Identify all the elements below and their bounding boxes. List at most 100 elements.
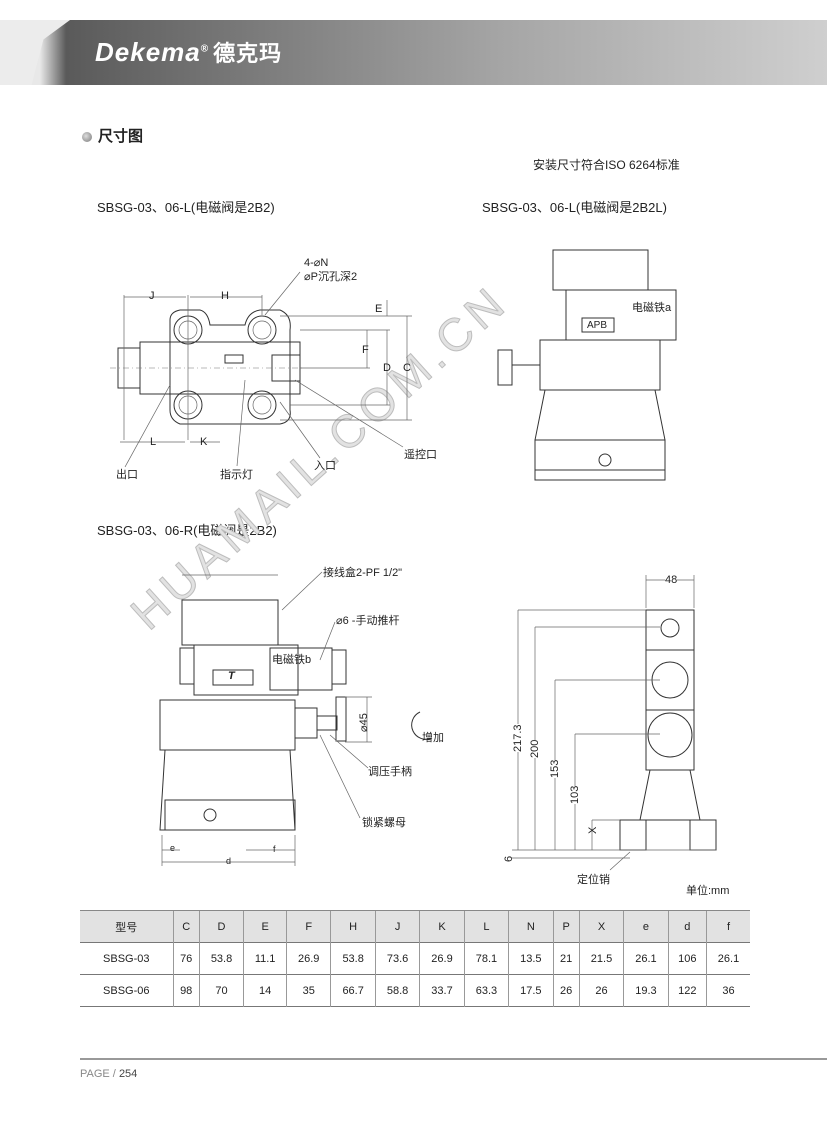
label-h: H <box>221 290 229 302</box>
diagram3-title: SBSG-03、06-R(电磁阀是2B2) <box>97 523 277 538</box>
label-remote: 遥控口 <box>404 449 437 461</box>
label-junction-box: 接线盒2-PF 1/2" <box>323 567 403 579</box>
table-cell: 58.8 <box>374 974 420 1007</box>
column-header: P <box>552 910 580 943</box>
label-locknut: 锁紧螺母 <box>362 817 406 829</box>
section-title-text: 尺寸图 <box>98 128 144 145</box>
label-103: 103 <box>569 785 581 804</box>
label-inlet: 入口 <box>314 460 336 472</box>
table-cell: 63.3 <box>463 974 509 1007</box>
table-cell: 66.7 <box>330 974 376 1007</box>
label-apb: APB <box>587 320 608 331</box>
table-cell: 78.1 <box>463 942 509 975</box>
column-header: X <box>578 910 624 943</box>
table-cell: 53.8 <box>330 942 376 975</box>
page-label: PAGE / <box>80 1068 116 1080</box>
diagram1-drawing <box>110 271 412 468</box>
rotation-arrow-icon <box>411 711 433 740</box>
label-c: C <box>403 362 411 374</box>
table-cell: 26.9 <box>419 942 465 975</box>
table-cell: 26 <box>578 974 624 1007</box>
brand-logo: Dekema®德克玛 <box>95 36 282 68</box>
table-cell: 19.3 <box>623 974 669 1007</box>
column-header: C <box>172 910 200 943</box>
diagram1-title: SBSG-03、06-L(电磁阀是2B2) <box>97 200 275 215</box>
section-title: 尺寸图 <box>82 125 143 146</box>
table-cell: 35 <box>286 974 331 1007</box>
page-number: PAGE / 254 <box>80 1068 137 1080</box>
label-e: E <box>375 303 383 315</box>
table-cell: 17.5 <box>508 974 554 1007</box>
label-solenoid-b: 电磁铁b <box>272 654 312 666</box>
table-cell: 11.1 <box>243 942 287 975</box>
label-f: F <box>362 344 369 356</box>
table-cell: 21 <box>552 942 580 975</box>
table-cell: 21.5 <box>578 942 624 975</box>
table-cell: 122 <box>667 974 707 1007</box>
bullet-icon <box>82 132 92 142</box>
column-header: L <box>463 910 509 943</box>
table-cell: 36 <box>705 974 750 1007</box>
table-cell: 73.6 <box>374 942 420 975</box>
footer-divider <box>80 1058 827 1060</box>
label-k: K <box>200 436 208 448</box>
diagram4-drawing <box>512 575 717 871</box>
label-d-small: d <box>226 856 232 866</box>
table-cell: 13.5 <box>508 942 554 975</box>
technical-drawings <box>110 249 717 871</box>
diagram2-title: SBSG-03、06-L(电磁阀是2B2L) <box>482 200 667 215</box>
column-header: H <box>330 910 376 943</box>
label-outlet: 出口 <box>116 469 138 481</box>
label-e-small: e <box>170 843 176 853</box>
iso-note: 安装尺寸符合ISO 6264标准 <box>533 158 680 172</box>
header-banner <box>0 20 827 85</box>
label-f-small: f <box>273 844 276 854</box>
label-l: L <box>150 436 157 448</box>
column-header: e <box>623 910 669 943</box>
label-200: 200 <box>529 739 541 758</box>
label-pushrod: ⌀6 -手动推杆 <box>336 615 400 627</box>
column-header: d <box>667 910 707 943</box>
label-unit: 单位:mm <box>686 885 730 897</box>
label-d: D <box>383 362 391 374</box>
label-217: 217.3 <box>512 724 524 752</box>
column-header: E <box>243 910 287 943</box>
table-cell: 26 <box>552 974 580 1007</box>
label-dia45: ⌀45 <box>358 713 370 732</box>
table-cell: 14 <box>243 974 287 1007</box>
column-header: f <box>705 910 750 943</box>
column-header: K <box>419 910 465 943</box>
table-cell: 26.1 <box>705 942 750 975</box>
table-cell: 70 <box>198 974 244 1007</box>
label-p: ⌀P沉孔深2 <box>304 271 358 283</box>
table-cell: SBSG-06 <box>103 984 150 997</box>
label-6: 6 <box>503 855 515 862</box>
column-header: D <box>198 910 244 943</box>
table-cell: SBSG-03 <box>103 952 150 965</box>
label-n: 4-⌀N <box>304 257 329 269</box>
label-increase: 增加 <box>422 732 444 744</box>
label-153: 153 <box>549 759 561 778</box>
diagram3-drawing <box>159 571 433 866</box>
brand-name: Dekema <box>95 37 201 67</box>
table-cell: 33.7 <box>419 974 465 1007</box>
label-j: J <box>149 290 155 302</box>
column-header: F <box>286 910 331 943</box>
table-cell: 76 <box>172 942 200 975</box>
table-cell: 106 <box>667 942 707 975</box>
column-header: N <box>508 910 554 943</box>
label-locating-pin: 定位销 <box>577 874 610 886</box>
label-t: T <box>228 670 235 682</box>
registered-mark: ® <box>200 43 210 55</box>
diagram2-drawing <box>497 249 677 481</box>
table-cell: 98 <box>172 974 200 1007</box>
column-header: 型号 <box>80 910 174 943</box>
table-cell: 53.8 <box>198 942 244 975</box>
column-header: J <box>374 910 420 943</box>
label-solenoid-a: 电磁铁a <box>632 302 672 314</box>
label-48: 48 <box>665 574 678 586</box>
